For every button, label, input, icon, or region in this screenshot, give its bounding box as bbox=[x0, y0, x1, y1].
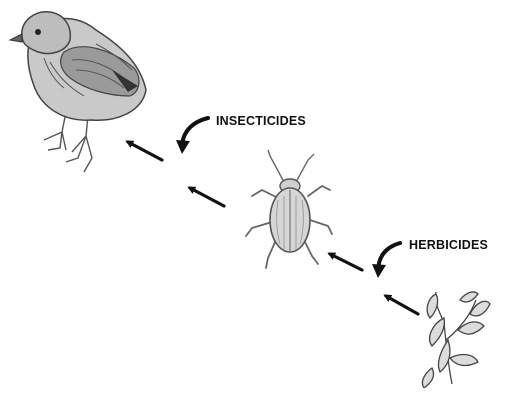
beetle-insect bbox=[246, 150, 332, 268]
herbicides-arrowhead bbox=[372, 264, 386, 278]
arrow-to-bird-1 bbox=[128, 142, 162, 160]
insecticides-label: INSECTICIDES bbox=[216, 114, 306, 128]
arrow-to-beetle-2 bbox=[386, 296, 418, 314]
arrow-to-bird-2 bbox=[190, 188, 224, 206]
quail-bird bbox=[10, 12, 146, 172]
plant-sprig bbox=[422, 292, 490, 388]
arrow-to-beetle-1 bbox=[330, 254, 362, 270]
quail-legs bbox=[44, 112, 92, 172]
insecticides-arrowhead bbox=[176, 140, 190, 154]
herbicides-label: HERBICIDES bbox=[409, 238, 488, 252]
